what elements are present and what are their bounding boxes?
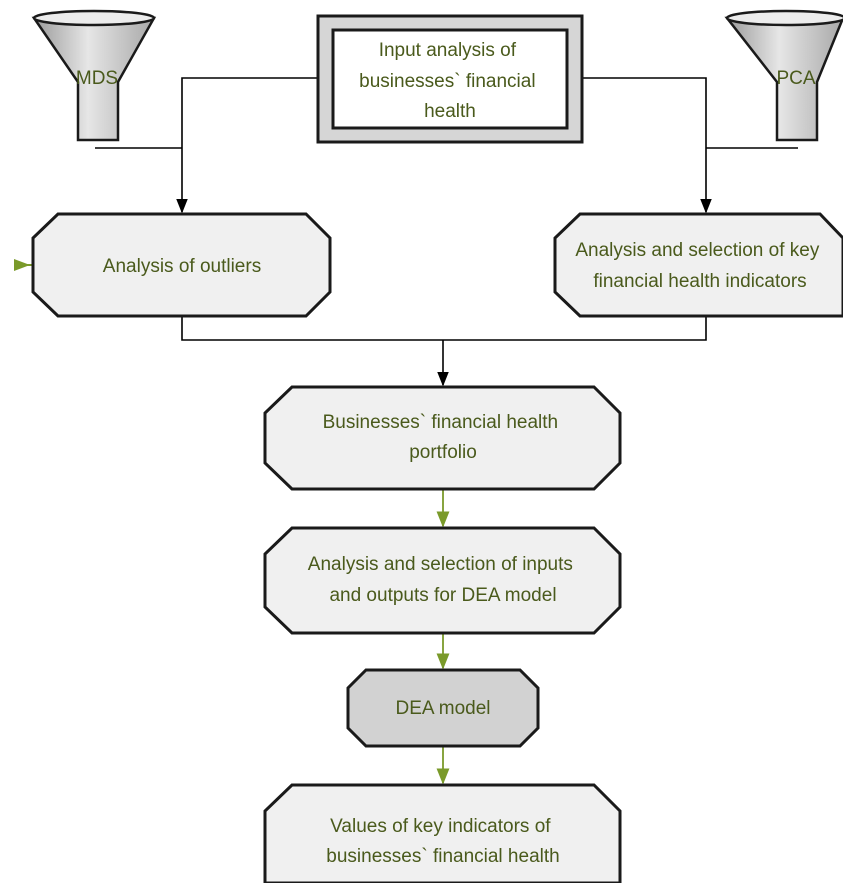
portfolio-line: Businesses` financial health [323,412,559,433]
key-indicators-line: Analysis and selection of key [575,240,819,261]
values-line: businesses` financial health [326,846,559,867]
svg-text:Analysis and selection of key: Analysis and selection of key financial … [575,240,824,292]
portfolio-node: Businesses` financial health portfolio [263,385,622,491]
svg-text:Businesses` financial health: Businesses` financial health portfolio [323,412,564,463]
inputs-outputs-line: and outputs for DEA model [329,585,556,606]
input-analysis-line: businesses` financial [359,71,535,92]
svg-text:Input analysis of busine: Input analysis of businesses` financial … [359,40,541,122]
key-indicators-node: Analysis and selection of key financial … [553,212,843,318]
inputs-outputs-node: Analysis and selection of inputs and out… [263,526,622,635]
input-analysis-line: Input analysis of [379,40,517,61]
svg-text:Analysis and selection of inpu: Analysis and selection of inputs and out… [308,554,578,606]
dea-model-label: DEA model [395,698,490,719]
key-indicators-line: financial health indicators [593,271,806,292]
outliers-node: Analysis of outliers [31,212,332,318]
connectors [14,77,798,785]
svg-text:Values of key indicators of: Values of key indicators of businesses` … [326,816,559,867]
connector-input-to-indicators [582,77,712,214]
input-analysis-line: health [424,101,476,122]
connector-outliers-to-merge [181,316,707,341]
input-analysis-box: Input analysis of businesses` financial … [316,14,584,144]
portfolio-line: portfolio [409,442,477,463]
pca-label: PCA [776,68,815,89]
inputs-outputs-line: Analysis and selection of inputs [308,554,573,575]
dea-model-node: DEA model [346,668,540,748]
values-node: Values of key indicators of businesses` … [263,783,622,883]
svg-text:DEA model: DEA model [395,698,490,719]
values-line: Values of key indicators of [330,816,551,837]
pca-funnel-icon: PCA [724,9,843,142]
svg-text:Analysis of outliers: Analysis of outliers [103,256,261,277]
mds-label: MDS [76,68,118,89]
mds-funnel-icon: MDS [31,9,157,142]
outliers-label: Analysis of outliers [103,256,261,277]
connector-input-to-outliers [176,77,318,214]
